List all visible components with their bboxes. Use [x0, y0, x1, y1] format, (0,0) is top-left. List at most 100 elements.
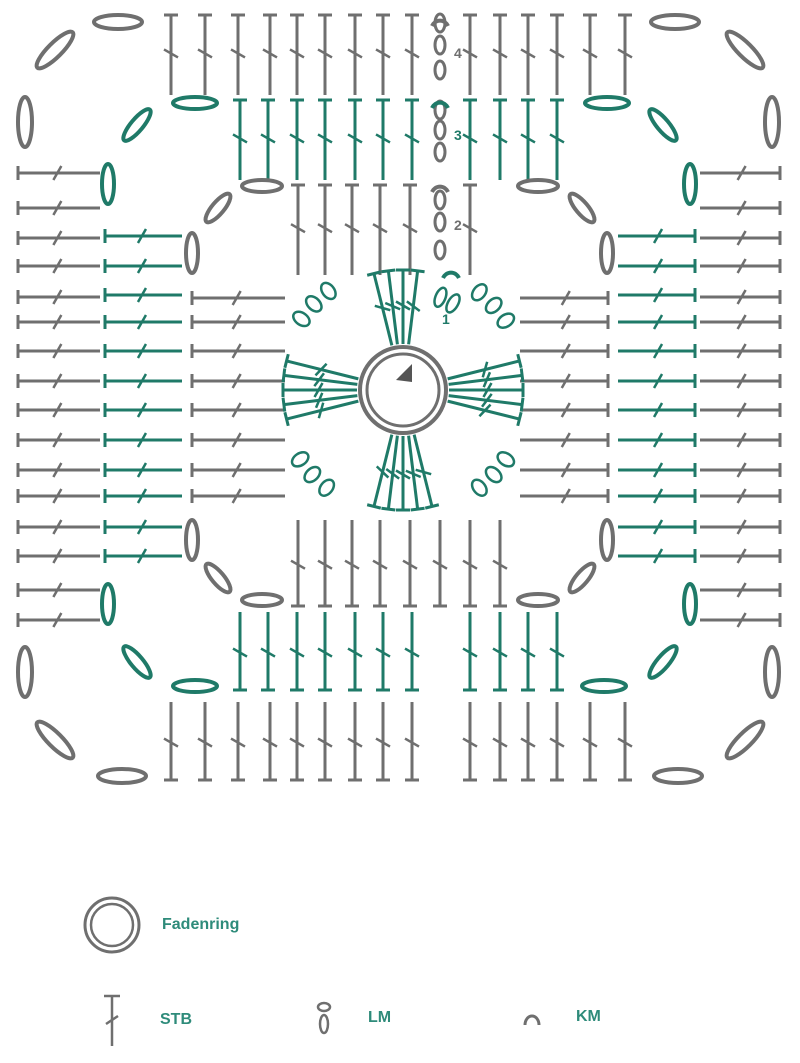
stitch-slash — [652, 402, 664, 418]
stitch-slash — [375, 737, 391, 748]
double-crochet-stitch — [520, 13, 536, 95]
double-crochet-stitch — [492, 612, 508, 692]
double-crochet-stitch — [190, 290, 285, 306]
chain-stitch — [496, 312, 516, 329]
chain-stitch — [171, 678, 219, 694]
stitch-slash — [52, 582, 63, 598]
double-crochet-stitch — [700, 582, 782, 598]
stitch-slash — [347, 647, 363, 658]
double-crochet-stitch — [372, 183, 388, 275]
round-label-3: 3 — [454, 127, 462, 143]
slip-stitch-icon — [523, 1014, 541, 1026]
double-crochet-stitch — [549, 98, 565, 180]
round-1-stitches — [281, 268, 525, 512]
double-crochet-stitch — [700, 165, 782, 181]
stitch-slash — [136, 258, 148, 274]
double-crochet-stitch — [618, 258, 697, 274]
stitch-post — [283, 373, 358, 386]
double-crochet-stitch — [317, 98, 333, 180]
round-4-stitches — [16, 12, 782, 785]
double-crochet-stitch — [700, 314, 782, 330]
double-crochet-stitch — [163, 13, 179, 95]
stitch-post — [286, 359, 359, 381]
chain-stitch — [647, 644, 679, 680]
double-crochet-stitch — [700, 258, 782, 274]
double-crochet-stitch — [103, 519, 182, 535]
stitch-post — [386, 270, 399, 345]
stitch-slash — [52, 343, 63, 359]
double-crochet-stitch — [290, 183, 306, 275]
stitch-top-bar — [516, 411, 523, 427]
stitch-top-bar — [516, 353, 523, 369]
stitch-slash — [582, 737, 598, 748]
chain-stitch — [516, 178, 560, 194]
stitch-slash — [136, 228, 148, 244]
double-crochet-stitch — [395, 436, 411, 512]
stitch-slash — [482, 382, 493, 398]
double-crochet-stitch — [520, 343, 610, 359]
chain-stitch — [470, 283, 488, 302]
chain-stitch — [100, 582, 116, 626]
stitch-slash — [231, 290, 242, 306]
double-crochet-stitch — [618, 462, 697, 478]
double-crochet-stitch — [190, 488, 285, 504]
stitch-slash — [652, 519, 664, 535]
stitch-slash — [52, 314, 63, 330]
stitch-slash — [736, 343, 747, 359]
double-crochet-stitch — [700, 402, 782, 418]
stitch-slash — [520, 737, 536, 748]
chain-stitch — [92, 13, 144, 31]
stitch-slash — [347, 133, 363, 144]
double-crochet-stitch — [375, 98, 391, 180]
double-crochet-stitch — [700, 488, 782, 504]
start-arrow-icon — [396, 364, 412, 382]
stitch-slash — [136, 314, 148, 330]
stitch-slash — [289, 737, 305, 748]
stitch-slash — [136, 343, 148, 359]
stitch-slash — [317, 647, 333, 658]
stitch-top-bar — [366, 503, 382, 510]
stitch-slash — [231, 488, 242, 504]
slip-stitch — [430, 184, 450, 194]
double-crochet-stitch — [16, 373, 100, 389]
stitch-slash — [520, 133, 536, 144]
stitch-post — [447, 359, 520, 381]
stitch-slash — [736, 373, 747, 389]
legend-lm: LM — [312, 996, 391, 1040]
stitch-slash — [260, 647, 276, 658]
magic-ring-icon — [83, 896, 141, 954]
chain-stitch — [184, 518, 200, 562]
stitch-slash — [163, 48, 179, 59]
double-crochet-stitch — [16, 230, 100, 246]
chain-stitch — [433, 286, 448, 308]
stitch-post — [447, 399, 520, 421]
stitch-slash — [52, 200, 63, 216]
round-label-4: 4 — [454, 45, 462, 61]
double-crochet-stitch — [402, 183, 418, 275]
double-crochet-stitch — [618, 228, 697, 244]
double-crochet-stitch — [103, 488, 182, 504]
stitch-slash — [197, 737, 213, 748]
double-crochet-stitch — [372, 520, 388, 608]
chain-stitch — [763, 95, 781, 149]
magic-ring-center — [358, 345, 448, 435]
double-crochet-stitch — [232, 612, 248, 692]
double-crochet-stitch — [16, 314, 100, 330]
stitch-top-bar — [410, 506, 425, 512]
double-crochet-stitch — [317, 520, 333, 608]
double-crochet-stitch — [163, 702, 179, 782]
double-crochet-stitch — [549, 702, 565, 782]
stitch-slash — [560, 290, 571, 306]
stitch-slash — [375, 465, 390, 479]
chain-stitch — [318, 478, 336, 497]
stitch-slash — [289, 133, 305, 144]
stitch-slash — [549, 737, 565, 748]
slip-stitch — [430, 100, 450, 110]
double-crochet-stitch — [103, 287, 182, 303]
stitch-slash — [317, 223, 333, 234]
double-crochet-stitch — [190, 432, 285, 448]
double-crochet-stitch — [366, 270, 394, 346]
double-crochet-icon — [104, 994, 120, 1046]
slip-stitch — [441, 270, 461, 280]
stitch-slash — [375, 133, 391, 144]
